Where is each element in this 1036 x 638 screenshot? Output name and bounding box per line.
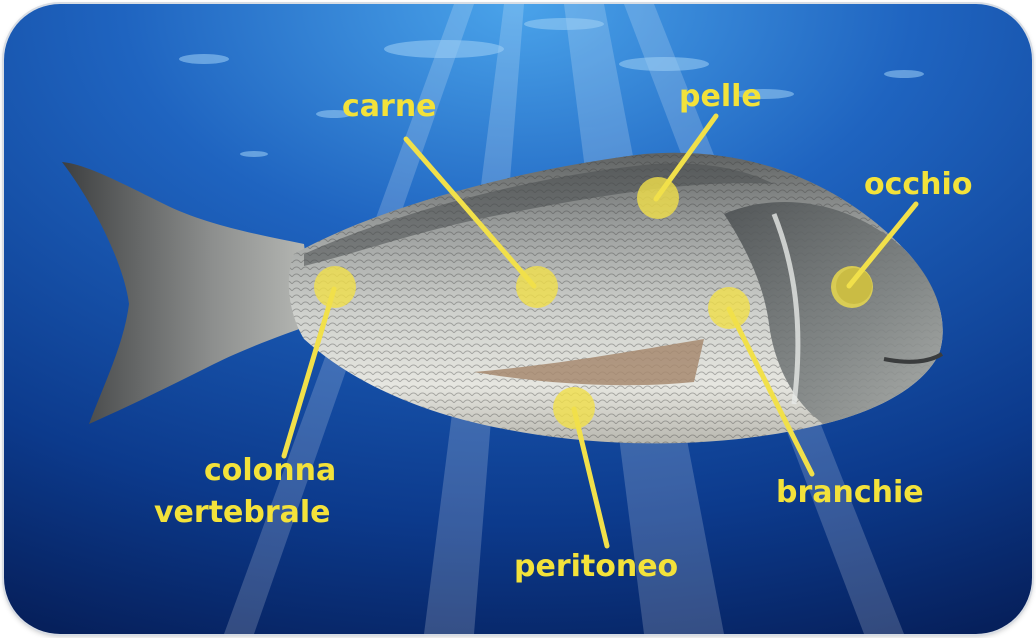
label-occhio: occhio: [864, 167, 972, 202]
label-carne: carne: [342, 89, 437, 124]
peritoneo-marker: [553, 387, 595, 429]
label-peritoneo: peritoneo: [514, 549, 678, 584]
label-pelle: pelle: [679, 79, 762, 114]
label-branchie: branchie: [776, 475, 924, 510]
label-colonna-line2: vertebrale: [154, 495, 331, 530]
carne-marker: [516, 266, 558, 308]
occhio-marker: [831, 266, 873, 308]
branchie-marker: [708, 287, 750, 329]
pelle-marker: [637, 177, 679, 219]
colonna-marker: [314, 266, 356, 308]
diagram-frame: carne pelle occhio colonna vertebrale br…: [4, 4, 1032, 634]
label-colonna-line1: colonna: [204, 453, 336, 488]
fish-anatomy-diagram: carne pelle occhio colonna vertebrale br…: [4, 4, 1032, 634]
